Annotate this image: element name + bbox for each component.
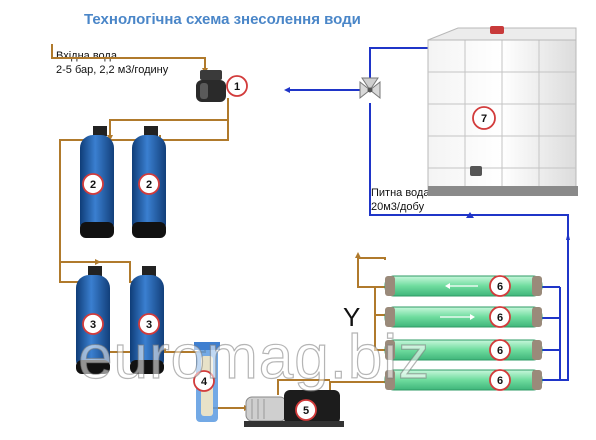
badge-number: 6 — [497, 345, 503, 357]
badge-storage: 7 — [472, 106, 496, 130]
badge-number: 3 — [90, 319, 96, 331]
badge-tank-a: 2 — [82, 173, 104, 195]
badge-pump: 5 — [295, 399, 317, 421]
badge-filter: 1 — [226, 75, 248, 97]
badges: 1 2 2 3 3 4 5 — [82, 75, 511, 421]
badge-number: 7 — [481, 113, 487, 125]
badge-membrane-2: 6 — [489, 306, 511, 328]
badge-number: 2 — [90, 179, 96, 191]
badge-cartridge: 4 — [193, 370, 215, 392]
three-way-valve — [359, 77, 381, 100]
disc-filter — [196, 70, 226, 102]
inlet-spec: 2-5 бар, 2,2 м3/годину — [56, 64, 169, 76]
badge-tank-d: 3 — [138, 313, 160, 335]
badge-number: 3 — [146, 319, 152, 331]
membrane-1 — [384, 275, 543, 297]
pump — [244, 390, 344, 427]
badge-number: 6 — [497, 375, 503, 387]
outlet-label: Питна вода — [371, 187, 430, 199]
badge-number: 2 — [146, 179, 152, 191]
badge-number: 6 — [497, 312, 503, 324]
badge-tank-c: 3 — [82, 313, 104, 335]
badge-number: 4 — [201, 376, 208, 388]
badge-number: 6 — [497, 281, 503, 293]
watermark: euromag.biz — [77, 322, 431, 392]
outlet-spec: 20м3/добу — [371, 201, 425, 213]
clean-water-pipes — [290, 47, 569, 381]
badge-tank-b: 2 — [138, 173, 160, 195]
storage-container — [427, 26, 578, 196]
badge-number: 1 — [234, 81, 240, 93]
diagram-title: Технологічна схема знесолення води — [84, 11, 361, 28]
badge-membrane-1: 6 — [489, 275, 511, 297]
badge-number: 5 — [303, 405, 309, 417]
drain-symbol: Y — [343, 302, 360, 332]
badge-membrane-3: 6 — [489, 339, 511, 361]
badge-membrane-4: 6 — [489, 369, 511, 391]
